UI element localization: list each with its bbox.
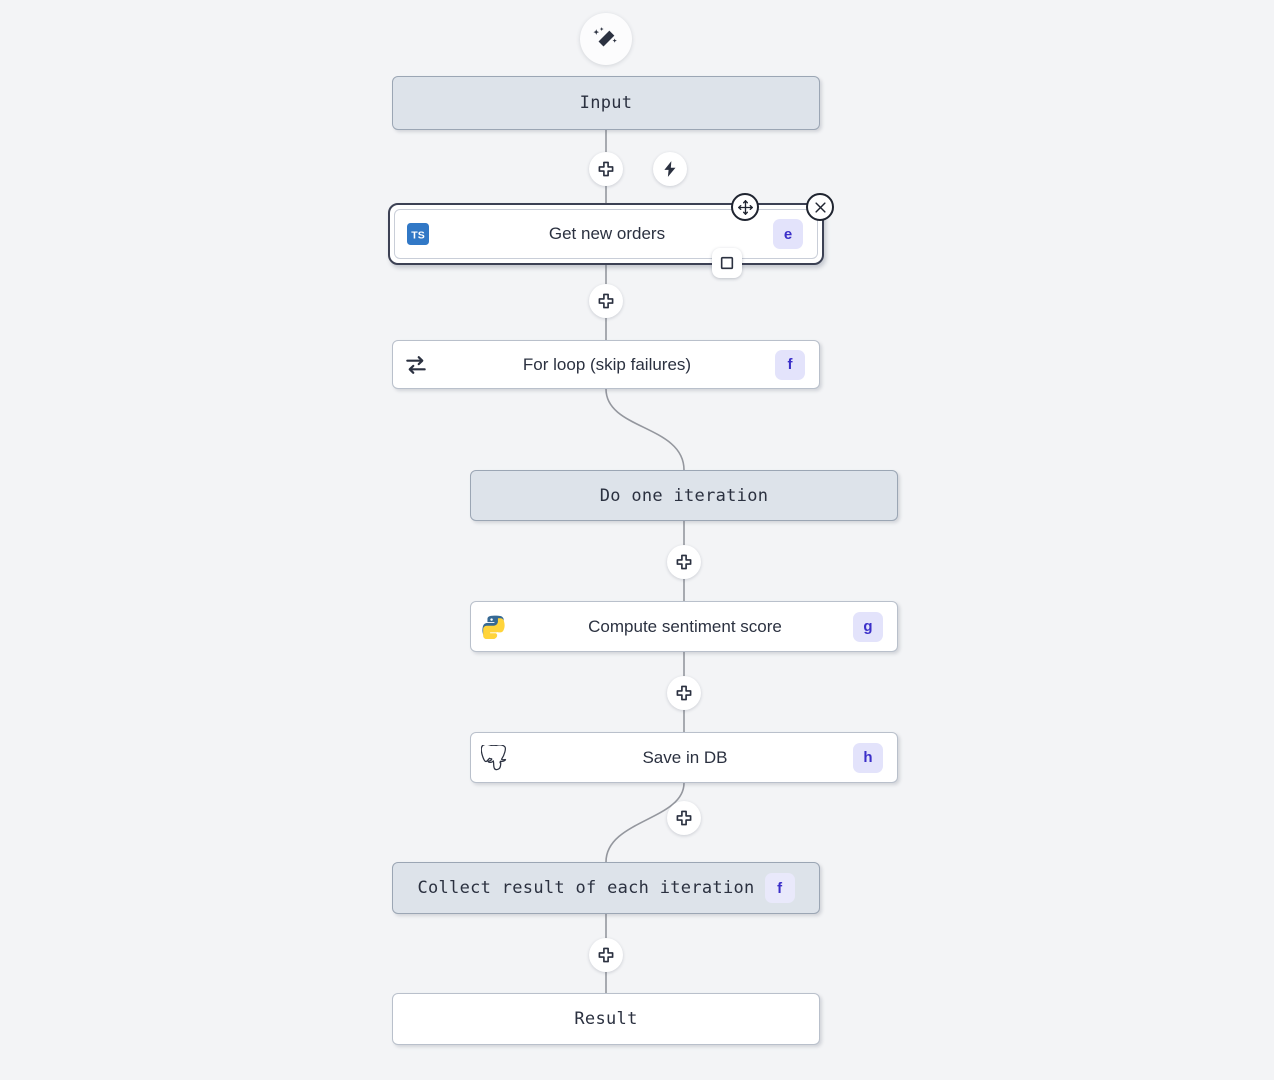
node-get-new-orders-label: Get new orders	[548, 224, 666, 243]
node-compute-sentiment-score-badge[interactable]: g	[853, 611, 883, 642]
magic-wand-icon	[593, 27, 617, 47]
edge-for-loop-to-do-one-iteration	[605, 388, 685, 471]
node-for-loop[interactable]: For loop (skip failures) f	[392, 340, 820, 389]
node-do-one-iteration[interactable]: Do one iteration	[470, 470, 898, 521]
node-save-in-db-label: Save in DB	[642, 747, 728, 767]
resize-handle[interactable]	[712, 248, 742, 278]
close-icon	[814, 201, 826, 213]
node-do-one-iteration-label: Do one iteration	[599, 485, 769, 506]
postgresql-icon	[471, 733, 517, 782]
lightning-icon	[664, 161, 676, 177]
node-result[interactable]: Result	[392, 993, 820, 1045]
plus-icon	[598, 161, 614, 177]
node-for-loop-badge[interactable]: f	[775, 349, 805, 380]
node-collect-result-badge[interactable]: f	[764, 873, 795, 903]
node-input-label: Input	[579, 93, 633, 113]
node-input[interactable]: Input	[392, 76, 820, 130]
ai-wand-button[interactable]	[580, 13, 632, 65]
add-step-button-after-do-one-iteration[interactable]	[667, 545, 701, 579]
node-get-new-orders[interactable]: TS Get new orders e	[394, 209, 818, 259]
node-get-new-orders-selection[interactable]: TS Get new orders e	[388, 203, 824, 265]
close-button[interactable]	[806, 193, 834, 221]
plus-icon	[676, 554, 692, 570]
square-icon	[720, 256, 734, 270]
plus-icon	[676, 685, 692, 701]
move-icon	[737, 199, 753, 215]
add-step-button-after-input[interactable]	[589, 152, 623, 186]
move-handle[interactable]	[731, 193, 759, 221]
svg-text:TS: TS	[411, 230, 424, 242]
node-result-label: Result	[574, 1009, 638, 1029]
node-for-loop-label: For loop (skip failures)	[522, 354, 692, 374]
node-collect-result-label: Collect result of each iteration	[417, 878, 755, 898]
add-step-button-after-save-in-db[interactable]	[667, 801, 701, 835]
add-step-button-after-get-new-orders[interactable]	[589, 284, 623, 318]
node-collect-result[interactable]: Collect result of each iteration f	[392, 862, 820, 914]
node-compute-sentiment-score-label: Compute sentiment score	[588, 616, 782, 636]
python-icon	[471, 602, 517, 651]
plus-icon	[676, 810, 692, 826]
typescript-icon: TS	[395, 210, 441, 258]
trigger-button[interactable]	[653, 152, 687, 186]
add-step-button-after-collect-result[interactable]	[589, 938, 623, 972]
plus-icon	[598, 947, 614, 963]
node-compute-sentiment-score[interactable]: Compute sentiment score g	[470, 601, 898, 652]
node-save-in-db-badge[interactable]: h	[853, 742, 883, 773]
node-get-new-orders-badge[interactable]: e	[773, 219, 803, 249]
loop-icon	[393, 341, 439, 388]
node-save-in-db[interactable]: Save in DB h	[470, 732, 898, 783]
plus-icon	[598, 293, 614, 309]
add-step-button-after-compute-sentiment-score[interactable]	[667, 676, 701, 710]
